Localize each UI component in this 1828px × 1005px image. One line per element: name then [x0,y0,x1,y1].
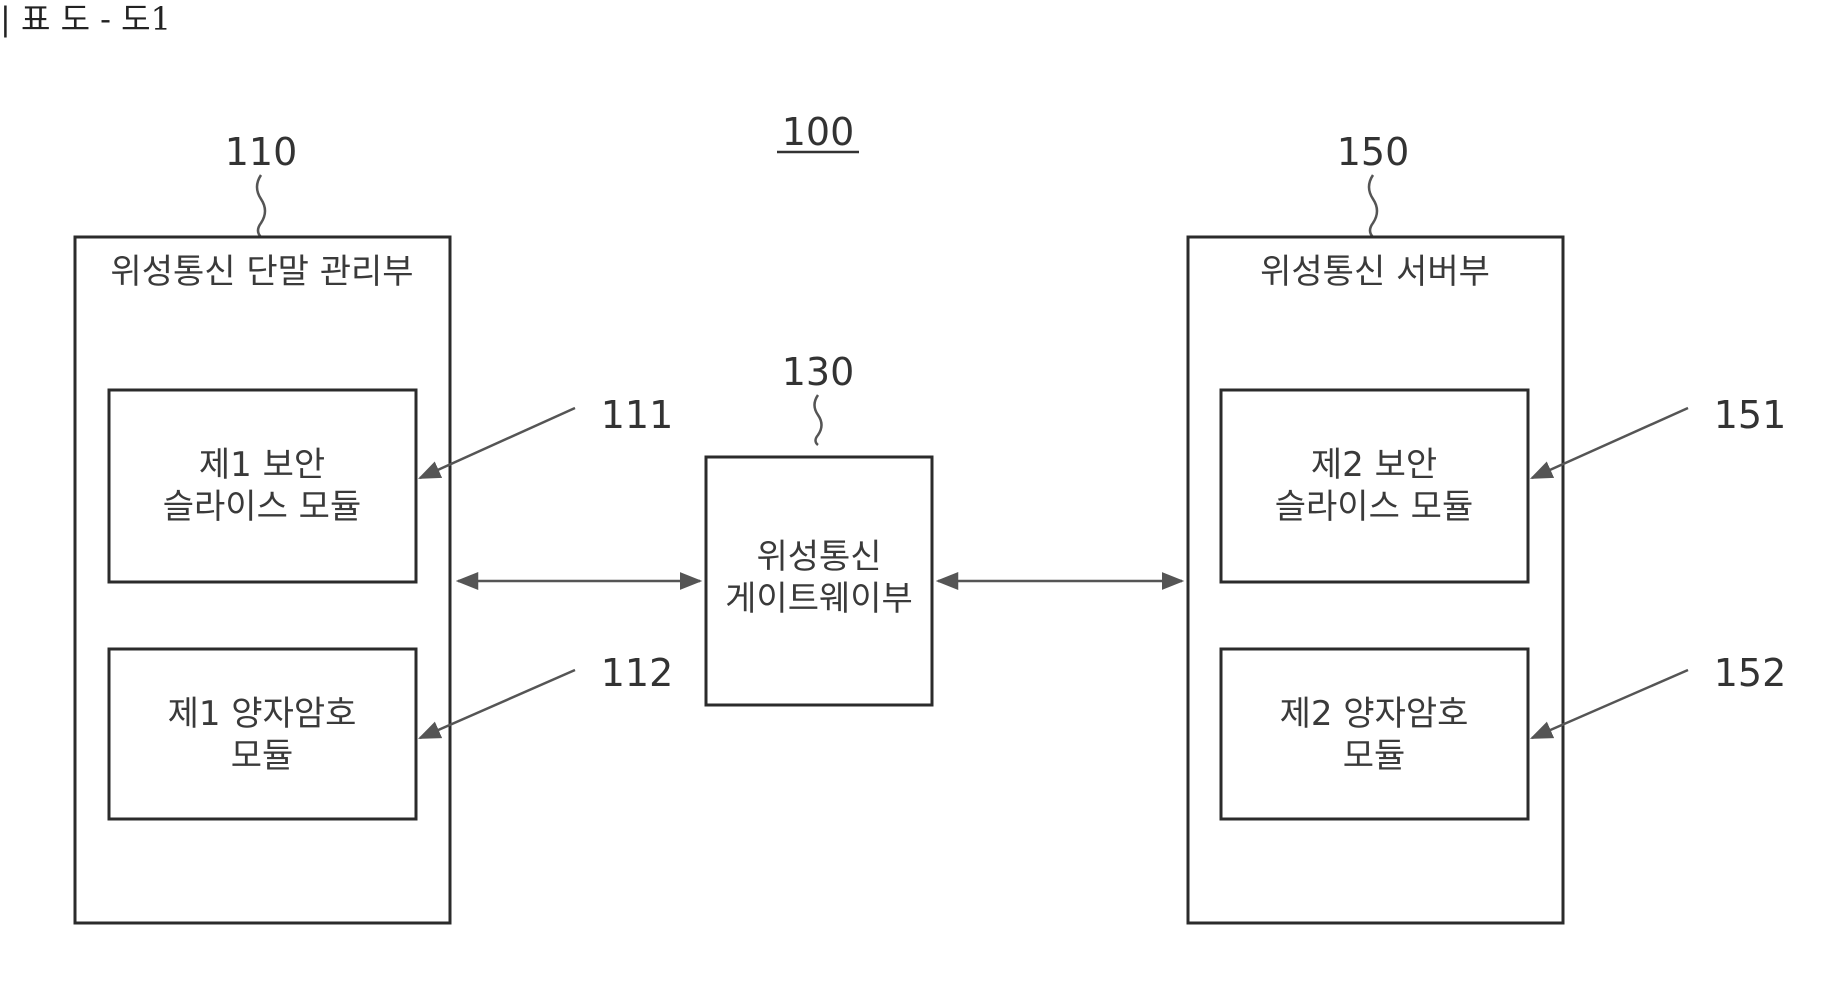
left-module-2-line-2: 모듈 [231,736,294,776]
left-unit-leader [257,175,265,237]
right-module-2-line-2: 모듈 [1343,736,1406,776]
right-module-2-number: 152 [1714,651,1787,695]
right-module-1-line-1: 제2 보안 [1311,445,1437,485]
right-module-1-line-2: 슬라이스 모듈 [1275,487,1474,527]
right-module-2-box [1221,649,1528,819]
left-module-1-box [109,390,416,582]
right-unit-number: 150 [1337,130,1410,174]
left-module-1-line-1: 제1 보안 [199,445,325,485]
figure-header: | 표 도 - 도1 [0,0,171,38]
gateway-line-2: 게이트웨이부 [725,579,913,619]
left-module-2-number: 112 [601,651,674,695]
left-unit-label: 위성통신 단말 관리부 [110,252,413,292]
right-unit-leader [1369,175,1377,237]
gateway-leader [815,395,822,445]
left-unit-number: 110 [225,130,298,174]
right-module-2-line-1: 제2 양자암호 [1280,694,1469,734]
right-unit-label: 위성통신 서버부 [1260,252,1490,292]
right-module-1-box [1221,390,1528,582]
right-module-1-number: 151 [1714,393,1787,437]
left-module-1-number: 111 [601,393,674,437]
left-module-1-line-2: 슬라이스 모듈 [163,487,362,527]
left-module-2-line-1: 제1 양자암호 [168,694,357,734]
system-number: 100 [782,110,855,154]
gateway-number: 130 [782,350,855,394]
gateway-line-1: 위성통신 [756,537,881,577]
left-module-2-box [109,649,416,819]
